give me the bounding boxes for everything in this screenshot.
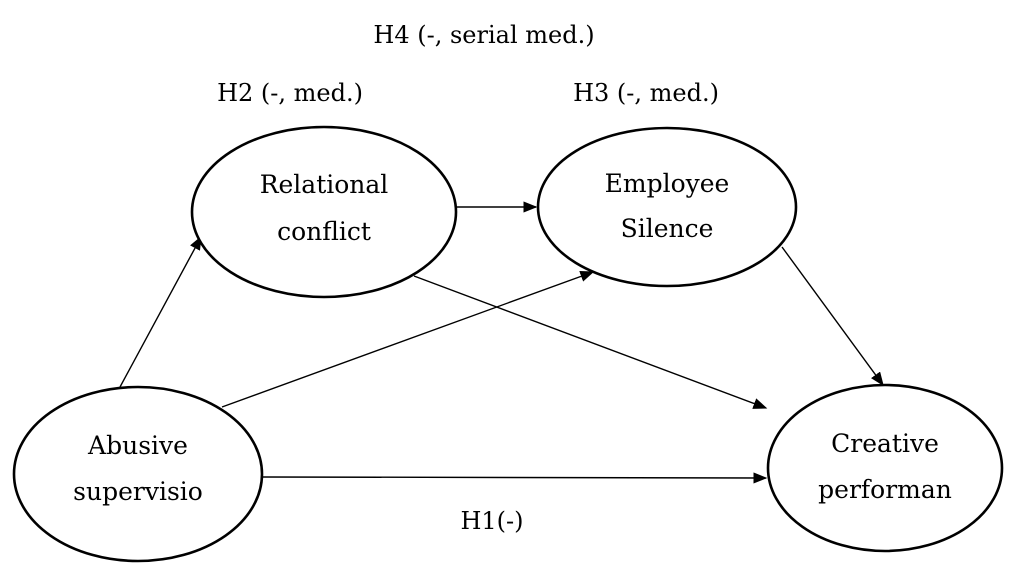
node-creative-performance-line1: Creative: [831, 429, 939, 458]
arrow-relational-to-creative: [413, 275, 768, 409]
node-abusive-supervision-ellipse: [12, 385, 264, 563]
node-employee-silence: Employee Silence: [536, 126, 798, 288]
arrow-silence-to-creative: [781, 246, 884, 387]
node-employee-silence-line1: Employee: [605, 169, 730, 198]
node-relational-conflict-ellipse: [190, 125, 458, 299]
hypothesis-h2-label: H2 (-, med.): [217, 79, 363, 107]
hypothesis-h1-label: H1(-): [460, 507, 523, 535]
hypothesis-h3-label: H3 (-, med.): [573, 79, 719, 107]
node-relational-conflict: Relational conflict: [190, 125, 458, 299]
arrow-abusive-to-relational: [119, 235, 202, 388]
node-creative-performance: Creative performan: [766, 383, 1004, 553]
node-employee-silence-ellipse: [536, 126, 798, 288]
node-abusive-supervision-line1: Abusive: [87, 431, 188, 460]
arrow-abusive-to-creative: [261, 472, 768, 484]
node-creative-performance-line2: performan: [818, 475, 952, 504]
node-abusive-supervision-line2: supervisio: [73, 477, 203, 506]
arrow-abusive-to-silence: [221, 271, 595, 408]
hypothesis-h4-label: H4 (-, serial med.): [373, 21, 594, 49]
node-relational-conflict-line1: Relational: [260, 170, 389, 199]
node-abusive-supervision: Abusive supervisio: [12, 385, 264, 563]
node-creative-performance-ellipse: [766, 383, 1004, 553]
node-employee-silence-line2: Silence: [621, 214, 714, 243]
node-relational-conflict-line2: conflict: [277, 217, 371, 246]
